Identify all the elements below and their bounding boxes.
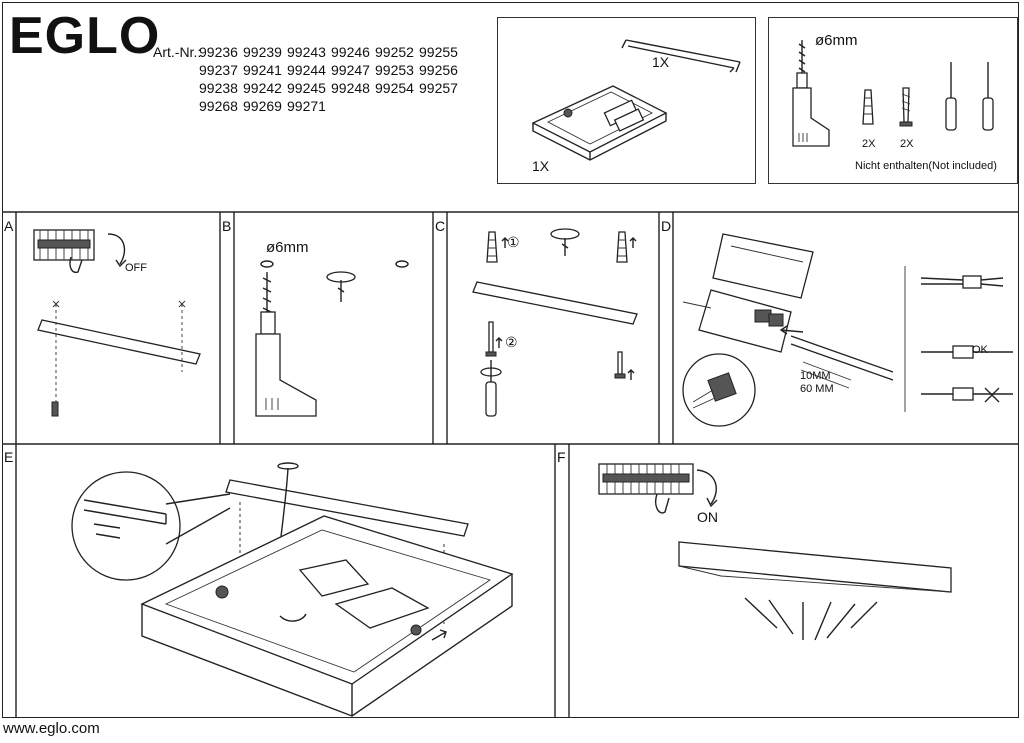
art-number: 99245 — [287, 80, 326, 96]
step-f-on-text: ON — [697, 509, 718, 525]
art-number: 99238 — [199, 80, 238, 96]
breaker-panel-icon — [598, 463, 694, 514]
screw-icon — [614, 351, 626, 379]
screw-quantity: 2X — [900, 138, 914, 150]
art-number: 99252 — [375, 44, 414, 60]
drill-hole-icon — [395, 260, 409, 268]
art-number: 99269 — [243, 98, 282, 114]
art-number: 99247 — [331, 62, 370, 78]
bracket-on-ceiling — [37, 300, 201, 402]
strip-length-diagram — [800, 361, 852, 389]
screwdriver-icon — [480, 360, 502, 417]
drill-icon — [792, 40, 830, 147]
art-number: 99268 — [199, 98, 238, 114]
strip-length-10mm: 10MM — [800, 370, 831, 382]
rotate-off-arrow — [107, 233, 127, 268]
drill-icon — [255, 272, 317, 417]
direction-arrow-icon — [431, 629, 447, 641]
art-number: 99254 — [375, 80, 414, 96]
art-number: 99257 — [419, 80, 458, 96]
mains-cable — [779, 325, 894, 381]
tools-illustration — [792, 40, 994, 147]
ceiling-hook-icon — [326, 271, 356, 302]
art-number: 99236 — [199, 44, 238, 60]
step-c-step1: ① — [507, 234, 520, 250]
art-number: 99253 — [375, 62, 414, 78]
lamp-body — [531, 85, 668, 161]
light-rays — [744, 597, 878, 641]
breaker-panel-icon — [33, 229, 95, 274]
magnifier-connection — [682, 353, 756, 427]
tools-required-box: ø6mm 2X 2X Nicht enthalten(Not included) — [768, 17, 1018, 184]
art-number: 99242 — [243, 80, 282, 96]
wall-anchor-icon — [862, 89, 874, 125]
art-number: 99271 — [287, 98, 326, 114]
drill-size: ø6mm — [815, 32, 858, 49]
terminal-block — [682, 289, 792, 353]
footer-url[interactable]: www.eglo.com — [3, 720, 100, 737]
step-c-step2: ② — [505, 334, 518, 350]
step-b-drill-size: ø6mm — [266, 239, 309, 256]
lamp-body — [140, 515, 514, 717]
step-a-label: A — [4, 218, 14, 234]
step-c-label: C — [435, 218, 446, 234]
screw-icon — [485, 321, 497, 357]
eglo-logo: EGLO — [9, 7, 161, 65]
mounting-bracket — [472, 281, 638, 325]
step-b-illustration — [255, 260, 409, 417]
step-e-label: E — [4, 449, 14, 465]
step-d-illustration — [682, 233, 1013, 427]
magnifier-bracket-detail — [71, 471, 231, 581]
art-number: 99246 — [331, 44, 370, 60]
art-number: 99243 — [287, 44, 326, 60]
anchor-quantity: 2X — [862, 138, 876, 150]
step-f-illustration — [598, 463, 952, 641]
art-number: 99244 — [287, 62, 326, 78]
contents-illustration — [531, 39, 741, 161]
art-number: 99248 — [331, 80, 370, 96]
up-arrow-icon — [495, 337, 503, 348]
step-e-illustration — [71, 462, 514, 717]
step-a-off-text: OFF — [125, 262, 147, 274]
art-number: 99239 — [243, 44, 282, 60]
lamp-quantity: 1X — [532, 158, 550, 174]
pencil-icon — [51, 401, 59, 417]
article-numbers-cont: 99237 99241 99244 99247 99253 99256 99238 9924… — [199, 61, 463, 115]
step-a-illustration — [33, 229, 201, 417]
terminal-cover — [712, 233, 814, 299]
screw-icon — [899, 87, 913, 127]
art-number: 99241 — [243, 62, 282, 78]
wall-anchor-icon — [616, 231, 628, 263]
lamp-installed — [678, 541, 952, 593]
step-d-label: D — [661, 218, 672, 234]
up-arrow-icon — [627, 369, 635, 380]
wiring-examples — [904, 266, 1013, 412]
bracket-quantity: 1X — [652, 54, 670, 70]
up-arrow-icon — [501, 237, 509, 248]
wiring-ok-text: OK — [972, 344, 988, 356]
step-c-illustration — [472, 228, 638, 417]
step-b-label: B — [222, 218, 232, 234]
phillips-screwdriver-icon — [982, 62, 994, 131]
drill-hole-icon — [260, 260, 274, 268]
art-number: 99256 — [419, 62, 458, 78]
art-label: Art.-Nr.: — [153, 44, 202, 60]
package-contents-box: 1X 1X — [497, 17, 756, 184]
step-f-label: F — [557, 449, 566, 465]
art-number: 99237 — [199, 62, 238, 78]
art-number: 99255 — [419, 44, 458, 60]
ceiling-hook-icon — [550, 228, 580, 256]
article-numbers: Art.-Nr.:99236 99239 99243 99246 99252 99255 — [153, 43, 463, 61]
mounting-bracket — [621, 39, 741, 73]
up-arrow-icon — [629, 237, 637, 248]
strip-length-60mm: 60 MM — [800, 383, 834, 395]
wall-anchor-icon — [486, 231, 498, 263]
flat-screwdriver-icon — [945, 62, 957, 131]
rotate-on-arrow-icon — [696, 469, 718, 508]
page-frame — [2, 2, 1019, 718]
not-included-note: Nicht enthalten(Not included) — [855, 160, 997, 172]
